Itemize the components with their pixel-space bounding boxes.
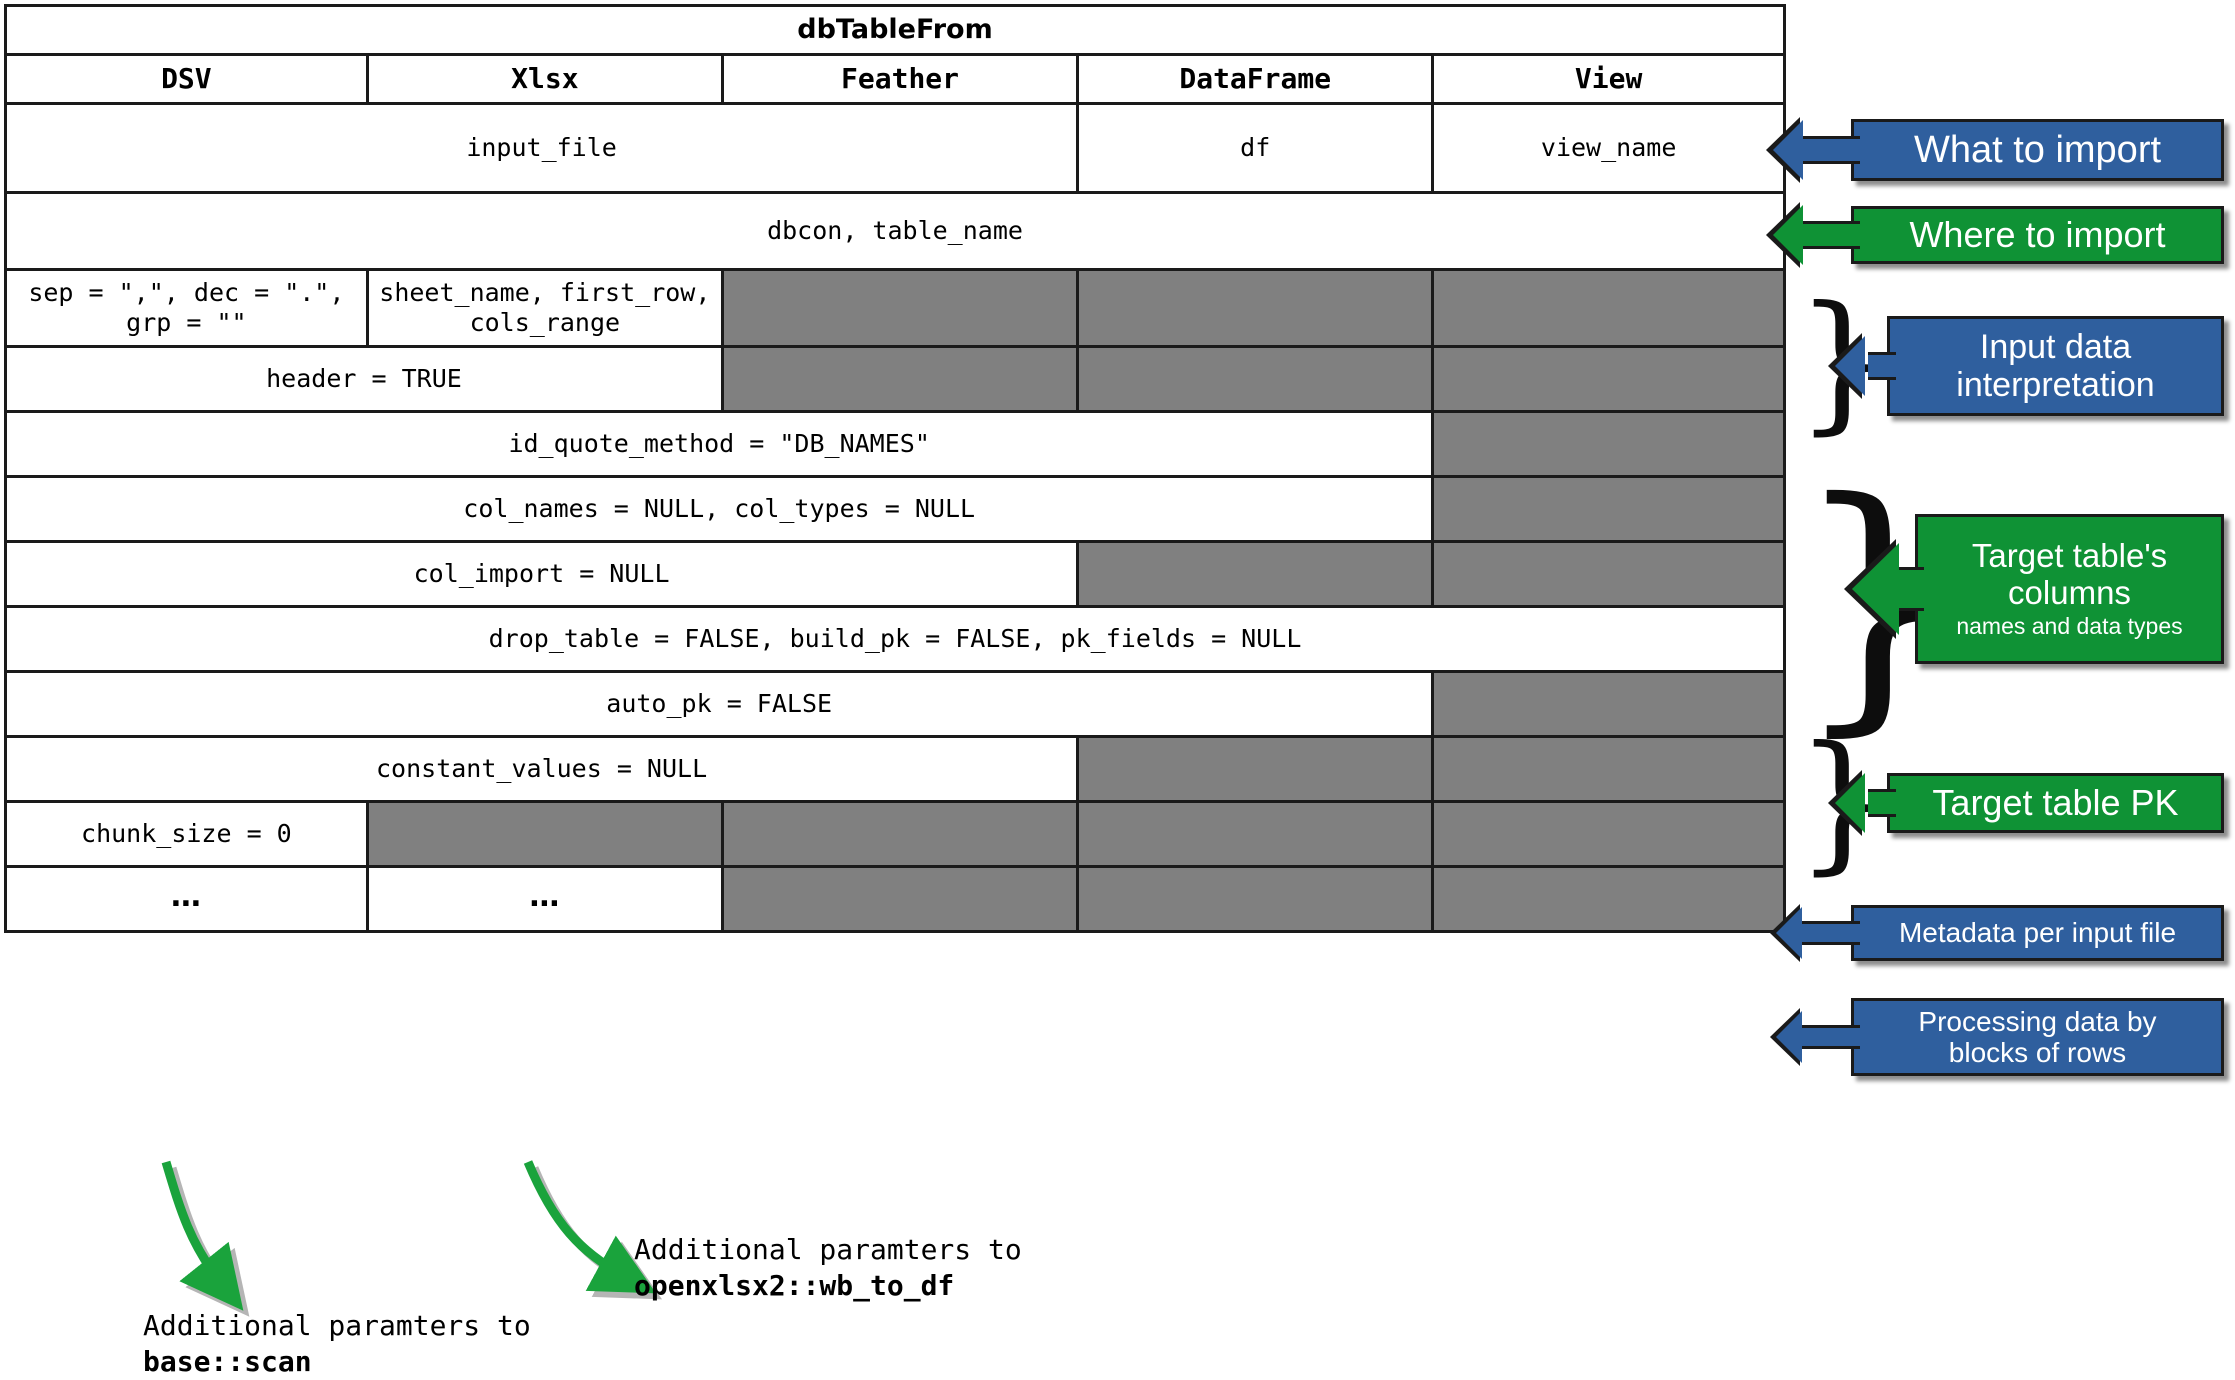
cell-drop-table-build-pk: drop_table = FALSE, build_pk = FALSE, pk…: [488, 623, 1302, 653]
table-row: constant_values = NULL: [7, 735, 1783, 800]
cell-col-names-types: col_names = NULL, col_types = NULL: [463, 493, 976, 523]
note-scan-line1: Additional paramters to: [143, 1309, 531, 1342]
cell-blocked: [365, 803, 721, 865]
note-openxlsx-line2: openxlsx2::wb_to_df: [634, 1268, 955, 1302]
callout-label: Target table PK: [1932, 781, 2179, 823]
cell-header-true: header = TRUE: [266, 363, 462, 393]
table-row: input_file df view_name: [7, 102, 1783, 191]
note-scan-line2: base::scan: [143, 1344, 312, 1378]
table-row: sep = ",", dec = ".", grp = "" sheet_nam…: [7, 268, 1783, 345]
table-row: dbcon, table_name: [7, 191, 1783, 268]
callout-where-to-import[interactable]: Where to import: [1766, 202, 2224, 268]
column-header-view: View: [1431, 56, 1783, 102]
cell-blocked: [1076, 543, 1432, 605]
table-row: chunk_size = 0: [7, 800, 1783, 865]
cell-blocked: [1431, 413, 1783, 475]
cell-blocked: [1076, 868, 1432, 930]
cell-blocked: [720, 271, 1077, 345]
callout-label: Where to import: [1909, 213, 2166, 255]
cell-blocked: [1076, 738, 1432, 800]
table-row: … …: [7, 865, 1783, 930]
column-header-xlsx: Xlsx: [365, 56, 721, 102]
cell-blocked: [1431, 348, 1783, 410]
cell-auto-pk: auto_pk = FALSE: [606, 688, 833, 718]
cell-blocked: [1431, 868, 1783, 930]
callout-processing-blocks[interactable]: Processing data by blocks of rows: [1770, 998, 2224, 1076]
column-header-dataframe: DataFrame: [1076, 56, 1431, 102]
callout-label: Metadata per input file: [1898, 917, 2177, 949]
cell-blocked: [1431, 803, 1783, 865]
table-header-row: DSV Xlsx Feather DataFrame View: [7, 53, 1783, 102]
callout-target-table-pk[interactable]: Target table PK: [1828, 770, 2224, 836]
note-openxlsx-line1: Additional paramters to: [634, 1233, 1022, 1266]
table-title: dbTableFrom: [797, 13, 993, 45]
cell-blocked: [1076, 803, 1432, 865]
callout-label: Input data interpretation: [1956, 327, 2155, 404]
cell-blocked: [1076, 271, 1432, 345]
note-openxlsx: Additional paramters to openxlsx2::wb_to…: [634, 1232, 1022, 1304]
cell-blocked: [1431, 673, 1783, 735]
cell-id-quote-method: id_quote_method = "DB_NAMES": [508, 428, 930, 458]
cell-dbcon-table-name: dbcon, table_name: [767, 215, 1023, 245]
cell-sheet-name: sheet_name, first_row, cols_range: [365, 271, 721, 345]
cell-more-xlsx-params: …: [365, 868, 721, 930]
cell-col-import: col_import = NULL: [413, 558, 670, 588]
cell-df: df: [1076, 105, 1431, 191]
callout-sublabel: names and data types: [1956, 613, 2183, 640]
callout-what-to-import[interactable]: What to import: [1766, 117, 2224, 183]
column-header-feather: Feather: [720, 56, 1076, 102]
callout-target-table-columns[interactable]: Target table's columns names and data ty…: [1844, 514, 2224, 664]
cell-blocked: [720, 803, 1077, 865]
parameter-matrix-table: dbTableFrom DSV Xlsx Feather DataFrame V…: [4, 4, 1786, 933]
callout-label: What to import: [1913, 128, 2162, 171]
cell-blocked: [1431, 738, 1783, 800]
table-row: col_import = NULL: [7, 540, 1783, 605]
table-row: col_names = NULL, col_types = NULL: [7, 475, 1783, 540]
cell-blocked: [1076, 348, 1432, 410]
cell-chunk-size: chunk_size = 0: [81, 818, 292, 848]
cell-blocked: [720, 348, 1077, 410]
callout-label: Processing data by blocks of rows: [1918, 1005, 2157, 1068]
table-row: id_quote_method = "DB_NAMES": [7, 410, 1783, 475]
callout-input-data-interpretation[interactable]: Input data interpretation: [1828, 316, 2224, 416]
cell-constant-values: constant_values = NULL: [376, 753, 708, 783]
column-header-dsv: DSV: [161, 61, 212, 95]
cell-sep-dec-grp: sep = ",", dec = ".", grp = "": [28, 277, 345, 338]
cell-blocked: [720, 868, 1077, 930]
cell-input-file: input_file: [466, 132, 617, 162]
table-row: auto_pk = FALSE: [7, 670, 1783, 735]
cell-blocked: [1431, 478, 1783, 540]
cell-blocked: [1431, 271, 1783, 345]
callout-label: Target table's columns: [1971, 537, 2168, 612]
cell-view-name: view_name: [1431, 105, 1783, 191]
cell-blocked: [1431, 543, 1783, 605]
table-row: drop_table = FALSE, build_pk = FALSE, pk…: [7, 605, 1783, 670]
callout-metadata-per-input-file[interactable]: Metadata per input file: [1770, 904, 2224, 962]
table-row: header = TRUE: [7, 345, 1783, 410]
table-title-row: dbTableFrom: [7, 7, 1783, 53]
note-scan: Additional paramters to base::scan: [143, 1308, 531, 1380]
cell-more-dsv-params: …: [170, 879, 202, 915]
